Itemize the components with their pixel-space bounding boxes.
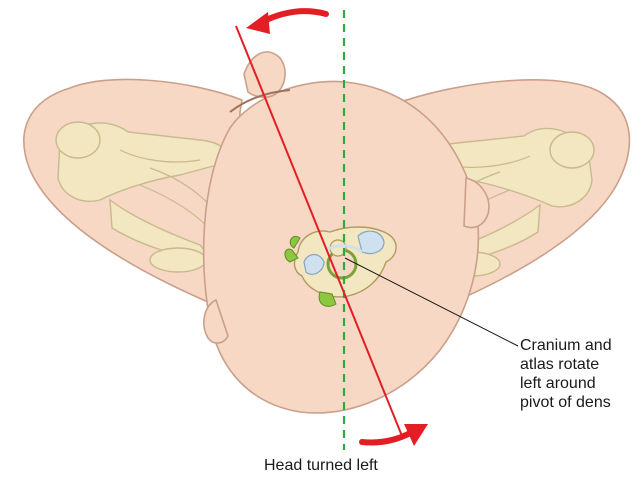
annotation-line: pivot of dens xyxy=(520,393,612,412)
annotation-line: left around xyxy=(520,374,612,393)
figure-caption: Head turned left xyxy=(264,456,378,475)
rotation-annotation: Cranium and atlas rotate left around piv… xyxy=(520,336,612,412)
annotation-line: Cranium and xyxy=(520,336,612,355)
curved-arrow-left-icon xyxy=(246,11,326,34)
curved-arrow-right-icon xyxy=(362,424,428,446)
annotation-line: atlas rotate xyxy=(520,355,612,374)
